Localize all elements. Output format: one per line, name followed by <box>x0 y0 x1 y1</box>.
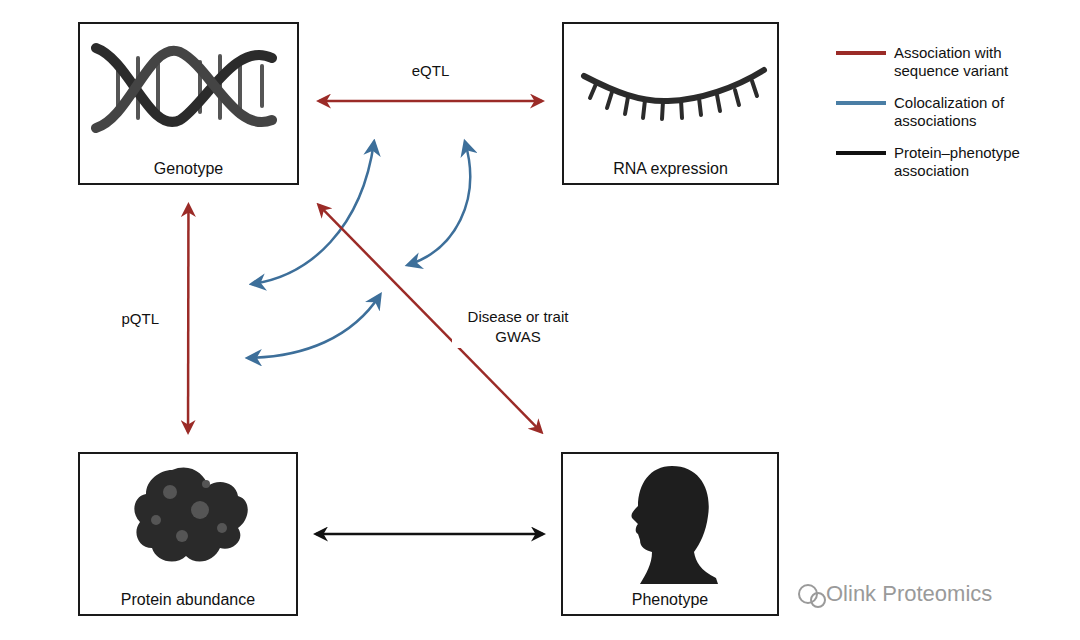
box-label: Genotype <box>80 160 297 178</box>
edge-label: pQTL <box>118 308 162 330</box>
legend-text: Colocalization of associations <box>894 94 1064 130</box>
legend-text: Association with sequence variant <box>894 44 1064 80</box>
watermark-icon <box>799 585 825 607</box>
legend: Association with sequence variantColocal… <box>836 44 1064 194</box>
legend-swatch <box>836 151 886 155</box>
dna-helix <box>96 48 272 128</box>
legend-swatch <box>836 101 886 105</box>
legend-entry: Protein–phenotype association <box>836 144 1064 180</box>
diagram-box: Protein abundance <box>78 452 298 616</box>
legend-entry: Association with sequence variant <box>836 44 1064 80</box>
legend-swatch <box>836 51 886 55</box>
box-label: Phenotype <box>563 591 777 609</box>
protein-blob <box>134 467 247 561</box>
box-label: Protein abundance <box>80 591 296 609</box>
connector-arrow <box>187 205 190 432</box>
edge-label: Disease or trait GWAS <box>452 306 584 348</box>
diagram-box: RNA expression <box>562 22 779 185</box>
rna-strand <box>584 70 764 119</box>
legend-entry: Colocalization of associations <box>836 94 1064 130</box>
diagram-box: Genotype <box>78 22 299 185</box>
diagram-box: Phenotype <box>561 452 779 616</box>
box-label: RNA expression <box>564 160 777 178</box>
connector-arrow <box>319 100 542 103</box>
connector-arrow <box>316 533 543 536</box>
head-silhouette <box>631 466 718 584</box>
legend-text: Protein–phenotype association <box>894 144 1064 180</box>
watermark: Olink Proteomics <box>826 581 992 607</box>
edge-label: eQTL <box>409 60 453 82</box>
